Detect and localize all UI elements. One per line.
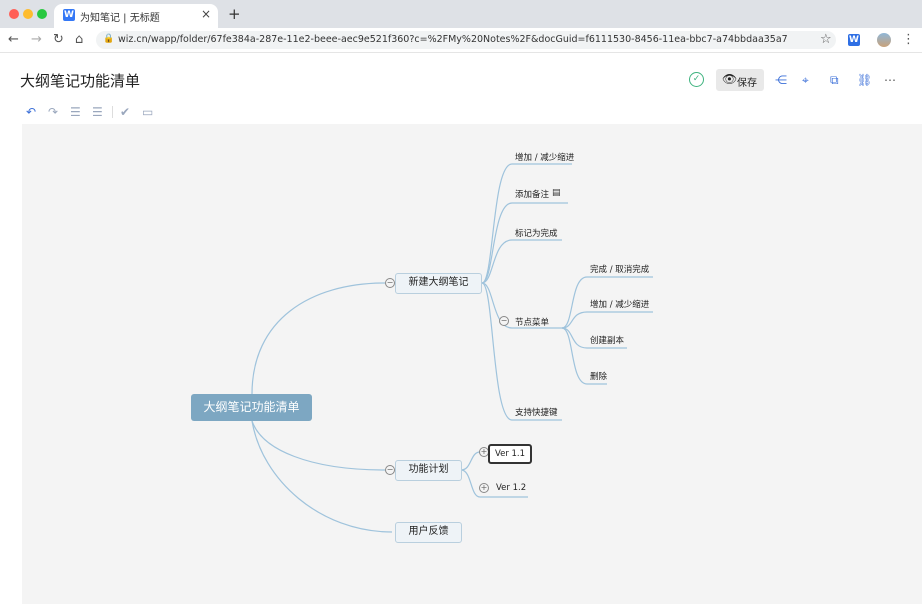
bookmark-star-icon[interactable]: ☆ xyxy=(820,32,832,47)
profile-avatar[interactable] xyxy=(877,33,891,47)
node-mark-complete[interactable]: 标记为完成 xyxy=(515,229,558,239)
focus-mode-icon[interactable]: ⌖ xyxy=(802,73,809,87)
collapse-toggle-icon[interactable]: − xyxy=(499,316,509,326)
lock-icon: 🔒 xyxy=(103,34,115,44)
indent-icon[interactable]: ☰ xyxy=(92,105,103,119)
node-delete[interactable]: 删除 xyxy=(590,372,608,382)
browser-tab[interactable]: W 为知笔记 | 无标题 × xyxy=(54,4,218,28)
node-menu-indent[interactable]: 增加 / 减少缩进 xyxy=(590,300,650,310)
expand-toggle-icon[interactable]: + xyxy=(479,483,489,493)
back-icon[interactable]: ← xyxy=(8,32,19,47)
minimize-window-button[interactable] xyxy=(23,9,33,19)
comment-icon[interactable]: ▭ xyxy=(142,105,154,119)
tab-close-icon[interactable]: × xyxy=(200,7,211,21)
save-label: 保存 xyxy=(737,78,757,89)
more-options-icon[interactable]: ⋯ xyxy=(884,73,896,87)
url-text: wiz.cn/wapp/folder/67fe384a-287e-11e2-be… xyxy=(118,34,788,45)
collapse-toggle-icon[interactable]: − xyxy=(385,465,395,475)
share-link-icon[interactable]: ⛓ xyxy=(857,73,873,87)
saved-check-icon: ✓ xyxy=(689,72,704,87)
browser-tab-bar: W 为知笔记 | 无标题 × + xyxy=(0,0,922,28)
browser-menu-icon[interactable]: ⋮ xyxy=(902,32,915,47)
node-add-note[interactable]: 添加备注 xyxy=(515,190,550,200)
node-new-outline-note[interactable]: 新建大纲笔记 xyxy=(395,273,482,294)
node-shortcuts[interactable]: 支持快捷键 xyxy=(515,408,558,418)
wiz-favicon-icon: W xyxy=(63,9,75,21)
node-node-menu[interactable]: 节点菜单 xyxy=(515,318,550,328)
outdent-icon[interactable]: ☰ xyxy=(70,105,81,119)
node-ver-1-1-selected[interactable]: Ver 1.1 xyxy=(488,444,532,464)
eye-icon: 👁 xyxy=(722,72,738,86)
mark-complete-icon[interactable]: ✔ xyxy=(120,105,131,119)
node-ver-1-2[interactable]: Ver 1.2 xyxy=(496,483,527,493)
node-duplicate[interactable]: 创建副本 xyxy=(590,336,625,346)
node-indent-outdent[interactable]: 增加 / 减少缩进 xyxy=(515,153,575,163)
collapse-toggle-icon[interactable]: − xyxy=(385,278,395,288)
redo-icon[interactable]: ↷ xyxy=(48,105,59,119)
node-toggle-complete[interactable]: 完成 / 取消完成 xyxy=(590,265,650,275)
browser-address-bar: ← → ↻ ⌂ 🔒 wiz.cn/wapp/folder/67fe384a-28… xyxy=(0,28,922,53)
tab-title: 为知笔记 | 无标题 xyxy=(80,13,160,24)
new-tab-button[interactable]: + xyxy=(228,5,241,23)
close-window-button[interactable] xyxy=(9,9,19,19)
reload-icon[interactable]: ↻ xyxy=(53,32,64,47)
open-external-icon[interactable]: ⧉ xyxy=(830,73,839,87)
mindmap-canvas[interactable] xyxy=(22,124,922,604)
save-button[interactable]: 👁 保存 xyxy=(716,69,764,91)
page-title: 大纲笔记功能清单 xyxy=(20,72,141,90)
mindmap-view-icon[interactable]: ⋲ xyxy=(775,73,787,87)
url-field[interactable]: 🔒 wiz.cn/wapp/folder/67fe384a-287e-11e2-… xyxy=(96,31,836,49)
home-icon[interactable]: ⌂ xyxy=(75,32,84,47)
node-feature-plan[interactable]: 功能计划 xyxy=(395,460,462,481)
toolbar-divider xyxy=(112,106,113,118)
undo-icon[interactable]: ↶ xyxy=(26,105,37,119)
note-attachment-icon: ▤ xyxy=(552,188,561,198)
forward-icon[interactable]: → xyxy=(31,32,42,47)
maximize-window-button[interactable] xyxy=(37,9,47,19)
mindmap-root-node[interactable]: 大纲笔记功能清单 xyxy=(191,394,312,421)
wiz-extension-icon[interactable]: W xyxy=(848,34,860,46)
node-user-feedback[interactable]: 用户反馈 xyxy=(395,522,462,543)
